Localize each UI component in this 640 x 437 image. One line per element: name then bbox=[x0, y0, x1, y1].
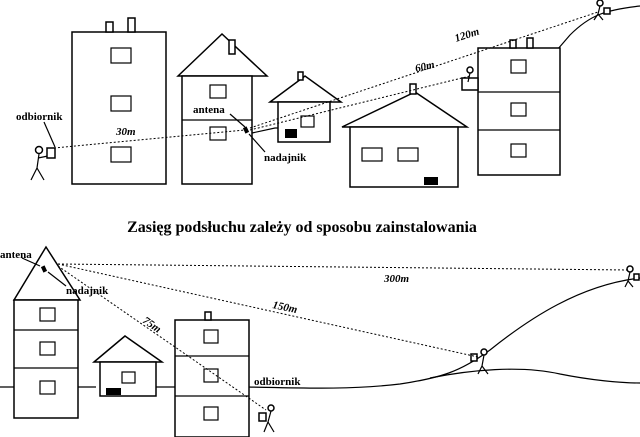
small-house-bottom bbox=[91, 335, 165, 397]
person-hill-top bbox=[593, 0, 611, 21]
arrow-receiver bbox=[43, 121, 56, 148]
line-60m bbox=[249, 75, 471, 131]
distance-75m: 75m bbox=[140, 315, 163, 336]
receiver-person-bottom bbox=[258, 404, 275, 433]
bottom-ground bbox=[0, 277, 640, 389]
bottom-scene: antena nadajnik odbiornik 75m 150m 300m bbox=[0, 245, 640, 437]
label-receiver-top: odbiornik bbox=[16, 111, 63, 123]
line-120m bbox=[249, 11, 599, 129]
bottom-hill-near bbox=[429, 368, 640, 384]
label-antenna-top: antena bbox=[193, 104, 225, 116]
arrow-transmitter-bottom bbox=[47, 271, 67, 287]
label-receiver-bottom: odbiornik bbox=[254, 376, 301, 388]
small-house bbox=[267, 71, 344, 143]
top-scene: odbiornik antena nadajnik 30m 60m 120m bbox=[16, 0, 640, 188]
receiver-person-top bbox=[30, 145, 56, 181]
person-hill-far bbox=[624, 265, 640, 288]
tall-building-left bbox=[71, 17, 167, 185]
diagram-title: Zasięg podsłuchu zależy od sposobu zains… bbox=[127, 219, 477, 236]
label-transmitter-bottom: nadajnik bbox=[66, 285, 109, 297]
label-transmitter-top: nadajnik bbox=[264, 152, 307, 164]
distance-60m: 60m bbox=[414, 59, 436, 75]
distance-120m: 120m bbox=[453, 26, 481, 45]
distance-150m: 150m bbox=[271, 299, 298, 316]
person-hill-near bbox=[470, 348, 489, 375]
person-balcony bbox=[461, 66, 479, 91]
label-antenna-bottom: antena bbox=[0, 249, 32, 261]
line-300m bbox=[57, 263, 629, 271]
arrow-transmitter bbox=[248, 133, 266, 153]
distance-30m: 30m bbox=[115, 126, 136, 138]
building-right bbox=[461, 37, 561, 176]
tall-building-pointed bbox=[12, 245, 82, 419]
wide-house bbox=[341, 83, 470, 188]
arrow-antenna-bottom bbox=[21, 257, 41, 267]
transmitter-bug-top bbox=[242, 126, 250, 134]
arrow-antenna bbox=[229, 113, 246, 128]
building-middle bbox=[174, 311, 250, 437]
distance-300m: 300m bbox=[383, 273, 410, 285]
